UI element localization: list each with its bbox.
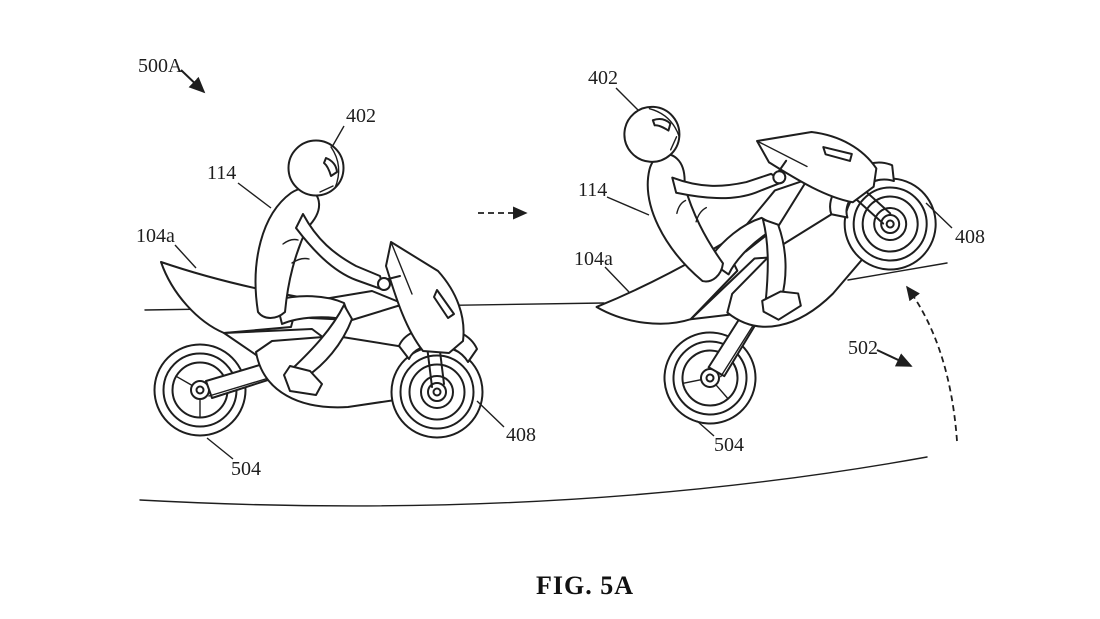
ref-label-402-left-helmet: 402 [346, 105, 376, 127]
ref-label-504-left-rear-wheel: 504 [231, 458, 261, 480]
motorcycle-left [153, 139, 484, 439]
leader-402-left [331, 125, 345, 148]
ref-label-402-right-helmet: 402 [588, 67, 618, 89]
ref-label-500A: 500A [138, 55, 183, 77]
label-502-arrow [876, 349, 913, 367]
ref-label-408-right-front-wheel: 408 [955, 226, 985, 248]
leader-402-right [615, 87, 639, 111]
ref-label-114-right-jacket: 114 [578, 179, 607, 201]
motorcycle-right-wheelie [510, 3, 956, 445]
figure-caption: FIG. 5A [536, 571, 634, 600]
leader-504-right [696, 420, 715, 437]
leader-408-left [476, 400, 505, 428]
overall-reference-arrow [180, 69, 206, 94]
pitch-rotation-arc-arrow [906, 285, 958, 442]
leader-104a-right [604, 266, 630, 293]
road-line-right-segment [847, 262, 948, 281]
leader-114-right [606, 196, 650, 216]
leader-114-left [237, 182, 272, 209]
ref-label-104a-left-tail: 104a [136, 225, 175, 247]
leader-408-right [925, 202, 953, 229]
road-bottom-curve [139, 456, 928, 507]
leader-504-left [206, 437, 234, 460]
ref-label-502-rotation: 502 [848, 337, 878, 359]
ref-label-114-left-jacket: 114 [207, 162, 236, 184]
ref-label-104a-right-tail: 104a [574, 248, 613, 270]
ref-label-408-left-front-wheel: 408 [506, 424, 536, 446]
ref-label-504-right-rear-wheel: 504 [714, 434, 744, 456]
leader-104a-left [174, 244, 197, 269]
